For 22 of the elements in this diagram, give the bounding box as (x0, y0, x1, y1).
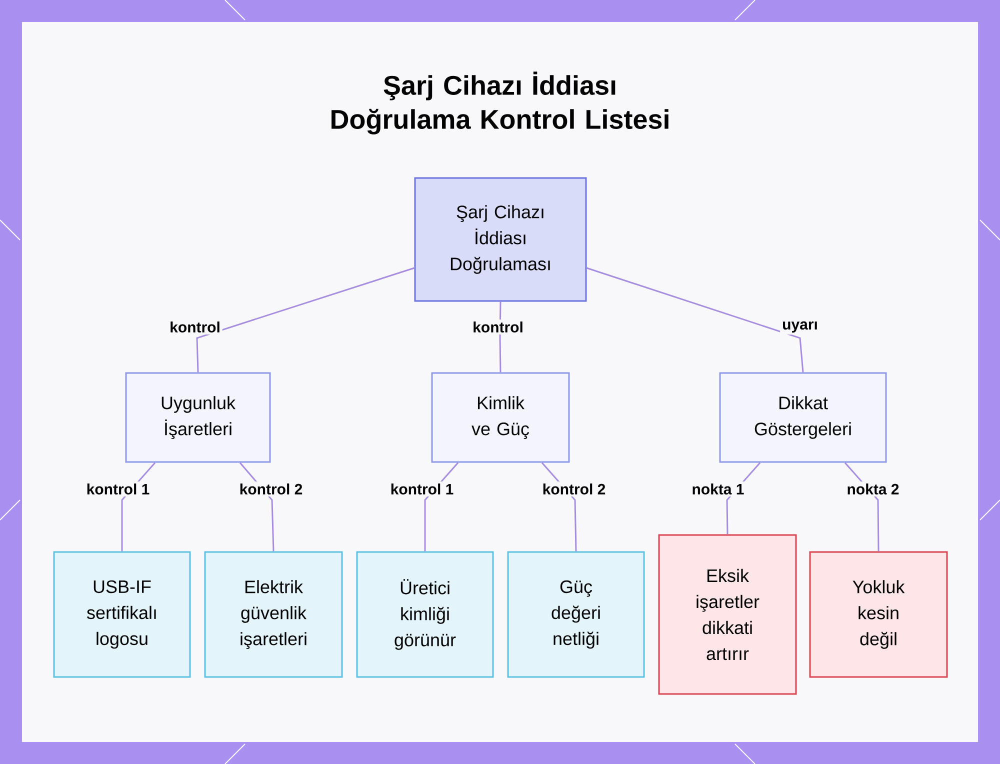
edge-label: kontrol (168, 320, 222, 335)
category-box: Dikkat Göstergeleri (719, 372, 887, 463)
edge-label: kontrol (470, 320, 526, 335)
edge-label: uyarı (780, 319, 820, 335)
edge-label: kontrol 2 (237, 482, 305, 497)
check-box: USB-IF sertifikalı logosu (53, 551, 191, 678)
check-box: Elektrik güvenlik işaretleri (204, 551, 343, 678)
check-box: Güç değeri netliği (507, 551, 645, 678)
connector (586, 267, 804, 372)
edge-label: kontrol 1 (388, 482, 456, 497)
warning-box: Yokluk kesin değil (809, 551, 948, 678)
root-box: Şarj Cihazı İddiası Doğrulaması (414, 177, 587, 302)
edge-label: kontrol 1 (84, 482, 152, 497)
category-box: Uygunluk İşaretleri (125, 372, 271, 463)
warning-box: Eksik işaretler dikkati artırır (658, 534, 797, 695)
check-box: Üretici kimliği görünür (356, 551, 494, 678)
edge-label: nokta 1 (690, 482, 746, 497)
edge-label: kontrol 2 (540, 482, 608, 497)
edge-label: nokta 2 (844, 482, 902, 497)
category-box: Kimlik ve Güç (431, 372, 570, 463)
connector (196, 267, 414, 372)
title: Şarj Cihazı İddiası Doğrulama Kontrol Listesi (332, 72, 668, 134)
